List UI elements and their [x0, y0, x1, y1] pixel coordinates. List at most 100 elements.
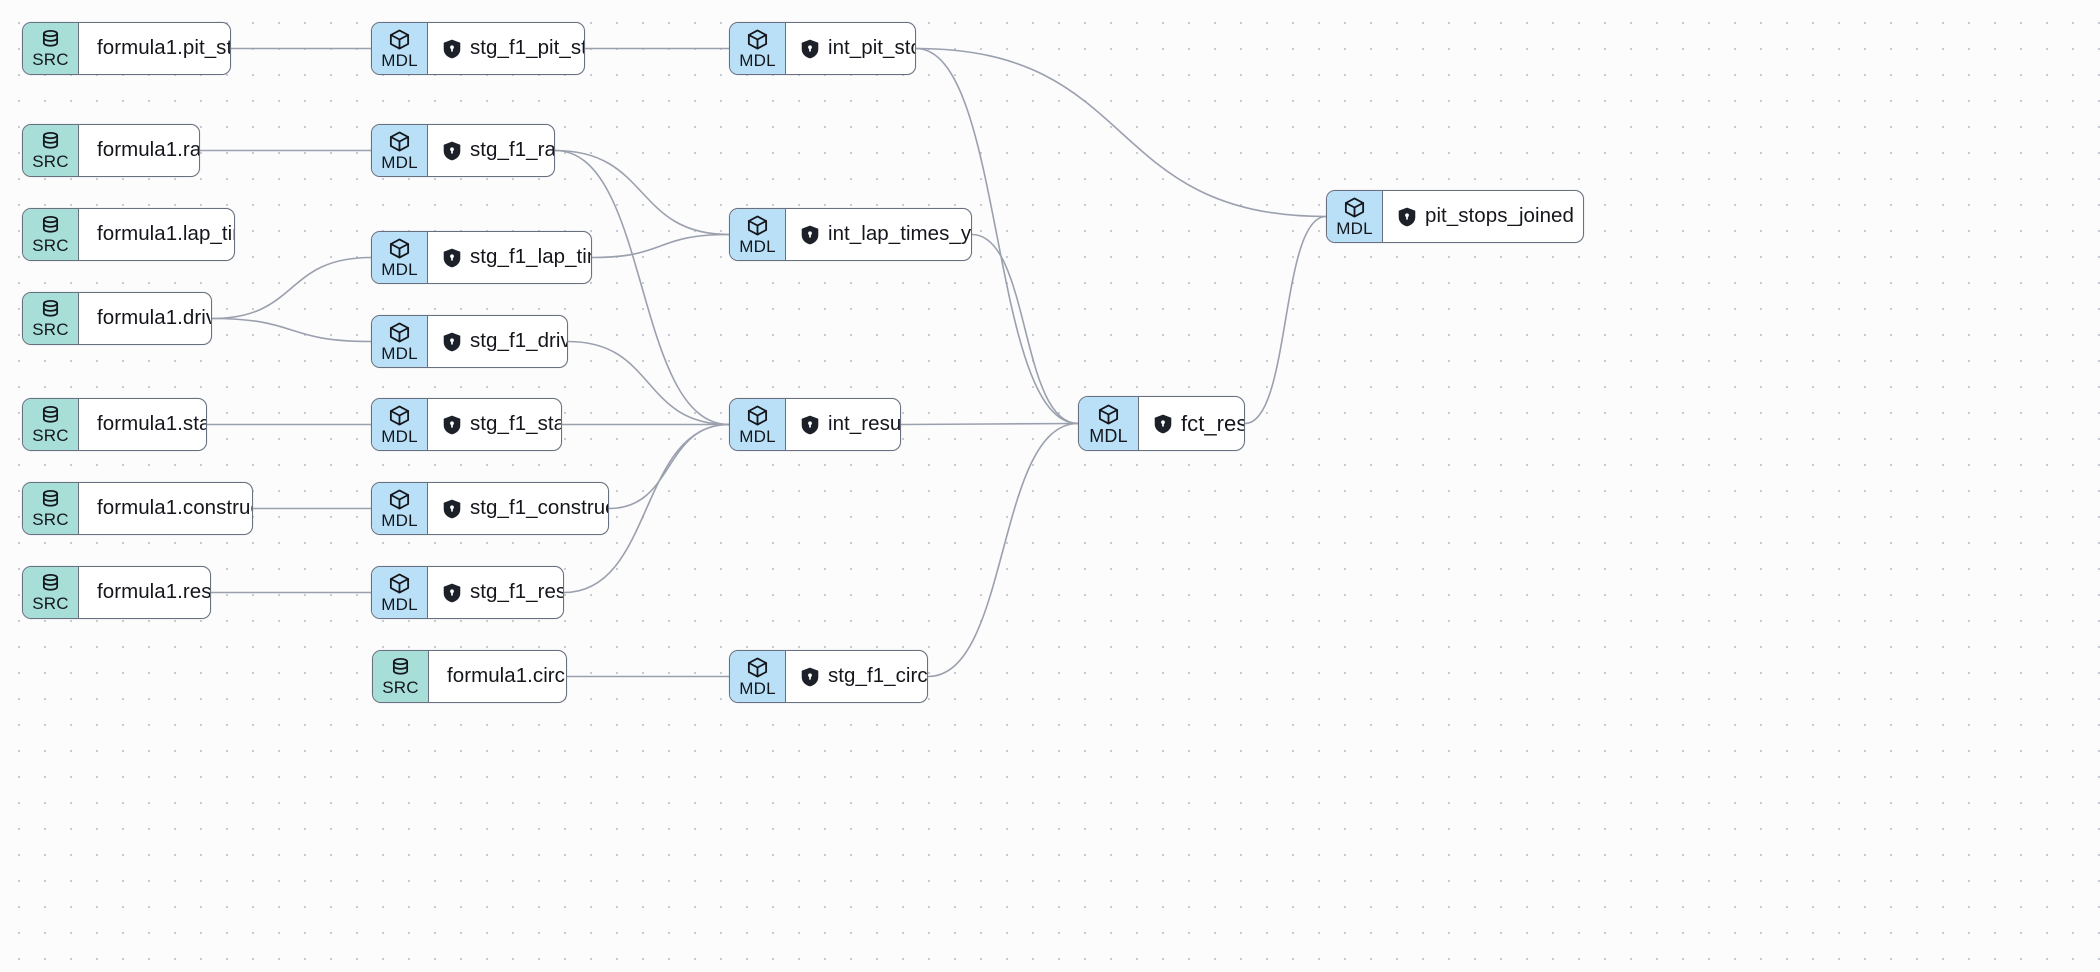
- shield-lock-icon: [801, 225, 819, 244]
- node-label: stg_f1_pit_stops: [470, 36, 584, 60]
- cube-icon: [388, 404, 411, 427]
- model-badge: MDL: [372, 232, 428, 283]
- source-badge: SRC: [23, 23, 79, 74]
- node-label: stg_f1_results: [470, 580, 564, 604]
- database-icon: [40, 299, 61, 320]
- model-badge: MDL: [372, 125, 428, 176]
- node-body: stg_f1_lap_times: [428, 232, 591, 283]
- badge-label: SRC: [382, 678, 419, 697]
- cube-icon: [746, 404, 769, 427]
- database-icon: [40, 131, 61, 152]
- shield-lock-icon: [1398, 207, 1416, 226]
- shield-lock-icon: [443, 499, 461, 519]
- model-badge: MDL: [372, 567, 428, 618]
- node-body: int_results: [786, 399, 901, 450]
- node-body: stg_f1_pit_stops: [428, 23, 584, 74]
- badge-label: SRC: [32, 594, 69, 613]
- model-badge: MDL: [372, 316, 428, 367]
- shield-lock-icon: [801, 415, 819, 435]
- shield-lock-icon: [443, 332, 461, 352]
- node-src_constructors[interactable]: SRC formula1.constructors: [22, 482, 253, 535]
- database-icon: [40, 573, 61, 594]
- node-label: int_pit_stops: [828, 36, 915, 60]
- node-body: stg_f1_status: [428, 399, 561, 450]
- shield-lock-icon: [1154, 414, 1172, 433]
- node-label: formula1.races: [97, 138, 199, 162]
- cube-icon: [1097, 403, 1120, 426]
- source-badge: SRC: [23, 399, 79, 450]
- node-pit_stops_joined[interactable]: MDL pit_stops_joined: [1326, 190, 1584, 243]
- node-body: formula1.races: [79, 125, 199, 176]
- edge-src_drivers-to-stg_drivers: [211, 317, 372, 343]
- node-label: stg_f1_races: [470, 138, 555, 162]
- cube-icon: [746, 656, 769, 679]
- badge-label: MDL: [381, 511, 418, 530]
- source-badge: SRC: [23, 483, 79, 534]
- model-badge: MDL: [1079, 397, 1139, 450]
- node-body: stg_f1_drivers: [428, 316, 567, 367]
- database-icon: [40, 215, 61, 236]
- edge-fct_results-to-pit_stops_joined: [1244, 215, 1327, 425]
- shield-lock-icon: [801, 415, 819, 434]
- badge-label: SRC: [32, 320, 69, 339]
- node-stg_results[interactable]: MDL stg_f1_results: [371, 566, 564, 619]
- node-label: int_results: [828, 412, 901, 436]
- node-src_results[interactable]: SRC formula1.results: [22, 566, 211, 619]
- node-body: stg_f1_constructors: [428, 483, 608, 534]
- shield-lock-icon: [443, 332, 461, 351]
- node-body: formula1.results: [79, 567, 210, 618]
- node-src_circuits[interactable]: SRC formula1.circuits: [372, 650, 567, 703]
- shield-lock-icon: [801, 39, 819, 59]
- source-badge: SRC: [373, 651, 429, 702]
- node-stg_races[interactable]: MDL stg_f1_races: [371, 124, 555, 177]
- shield-lock-icon: [801, 667, 819, 687]
- node-label: stg_f1_lap_times: [470, 245, 591, 269]
- node-int_pit_stops[interactable]: MDL int_pit_stops: [729, 22, 916, 75]
- badge-label: MDL: [1336, 219, 1373, 238]
- node-stg_lap_times[interactable]: MDL stg_f1_lap_times: [371, 231, 592, 284]
- node-body: int_pit_stops: [786, 23, 915, 74]
- cube-icon: [746, 214, 769, 237]
- model-badge: MDL: [372, 483, 428, 534]
- model-badge: MDL: [372, 23, 428, 74]
- node-int_results[interactable]: MDL int_results: [729, 398, 901, 451]
- badge-label: MDL: [739, 51, 776, 70]
- cube-icon: [746, 28, 769, 51]
- node-body: formula1.lap_times: [79, 209, 234, 260]
- node-label: fct_results: [1181, 410, 1244, 436]
- shield-lock-icon: [443, 39, 461, 58]
- node-label: stg_f1_circuits: [828, 664, 928, 688]
- shield-lock-icon: [1398, 207, 1416, 227]
- model-badge: MDL: [372, 399, 428, 450]
- node-fct_results[interactable]: MDL fct_results: [1078, 396, 1245, 451]
- node-body: formula1.circuits: [429, 651, 566, 702]
- node-src_drivers[interactable]: SRC formula1.drivers: [22, 292, 212, 345]
- node-stg_status[interactable]: MDL stg_f1_status: [371, 398, 562, 451]
- node-stg_drivers[interactable]: MDL stg_f1_drivers: [371, 315, 568, 368]
- shield-lock-icon: [443, 248, 461, 268]
- model-badge: MDL: [730, 399, 786, 450]
- badge-label: MDL: [381, 51, 418, 70]
- node-stg_pit_stops[interactable]: MDL stg_f1_pit_stops: [371, 22, 585, 75]
- node-body: formula1.status: [79, 399, 206, 450]
- edge-stg_lap_times-to-int_lap_times_yrs: [591, 233, 730, 259]
- source-badge: SRC: [23, 293, 79, 344]
- node-stg_constructors[interactable]: MDL stg_f1_constructors: [371, 482, 609, 535]
- node-label: pit_stops_joined: [1425, 204, 1574, 228]
- node-label: formula1.constructors: [97, 496, 252, 520]
- edge-int_pit_stops-to-pit_stops_joined: [915, 47, 1327, 218]
- node-label: int_lap_times_years: [828, 222, 972, 246]
- shield-lock-icon: [801, 39, 819, 58]
- node-label: formula1.drivers: [97, 306, 211, 330]
- node-label: stg_f1_drivers: [470, 329, 567, 353]
- node-body: formula1.pit_stops: [79, 23, 230, 74]
- badge-label: MDL: [381, 427, 418, 446]
